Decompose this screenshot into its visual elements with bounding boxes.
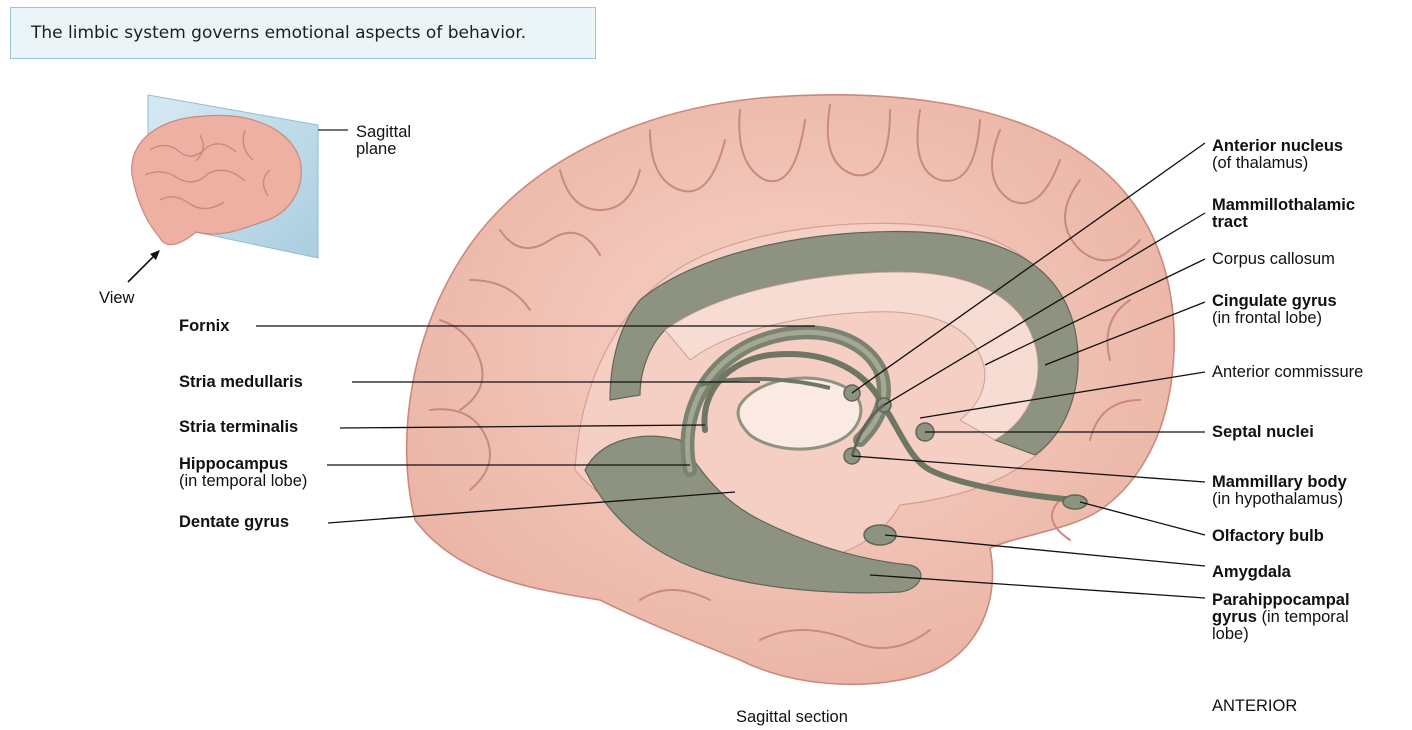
sagittal-plane-label: Sagittal plane — [356, 124, 411, 158]
anterior-nucleus-subtext: (of thalamus) — [1212, 155, 1343, 172]
amygdala-text: Amygdala — [1212, 564, 1291, 581]
dentate-gyrus-text: Dentate gyrus — [179, 514, 289, 531]
anterior-direction-label: ANTERIOR — [1212, 698, 1297, 715]
olfactory-bulb-text: Olfactory bulb — [1212, 528, 1324, 545]
label-mammillothalamic-tract: Mammillothalamic tract — [1212, 197, 1355, 231]
label-stria-terminalis: Stria terminalis — [179, 419, 298, 436]
label-amygdala: Amygdala — [1212, 564, 1291, 581]
main-brain-figure — [407, 95, 1175, 684]
view-label: View — [99, 290, 134, 307]
label-hippocampus: Hippocampus (in temporal lobe) — [179, 456, 307, 490]
label-septal-nuclei: Septal nuclei — [1212, 424, 1314, 441]
olfactory-bulb-shape — [1063, 495, 1087, 509]
sagittal-section-label: Sagittal section — [736, 709, 848, 726]
parahippocampal-text-1: Parahippocampal — [1212, 592, 1350, 609]
cingulate-gyrus-text: Cingulate gyrus — [1212, 293, 1337, 310]
anterior-nucleus-text: Anterior nucleus — [1212, 138, 1343, 155]
plane-label-line2: plane — [356, 141, 411, 158]
plane-label-line1: Sagittal — [356, 124, 411, 141]
thalamus-shape — [738, 378, 861, 449]
mammillothalamic-text-1: Mammillothalamic — [1212, 197, 1355, 214]
label-dentate-gyrus: Dentate gyrus — [179, 514, 289, 531]
fornix-text: Fornix — [179, 318, 229, 335]
label-mammillary-body: Mammillary body (in hypothalamus) — [1212, 474, 1347, 508]
label-corpus-callosum: Corpus callosum — [1212, 251, 1335, 268]
septal-nuclei-text: Septal nuclei — [1212, 424, 1314, 441]
parahippocampal-text-3: lobe) — [1212, 626, 1350, 643]
label-parahippocampal-gyrus: Parahippocampal gyrus (in temporal lobe) — [1212, 592, 1350, 643]
label-fornix: Fornix — [179, 318, 229, 335]
stria-terminalis-text: Stria terminalis — [179, 419, 298, 436]
mammillary-body-subtext: (in hypothalamus) — [1212, 491, 1347, 508]
mammillothalamic-text-2: tract — [1212, 214, 1355, 231]
parahippocampal-text-2: gyrus — [1212, 608, 1257, 626]
stria-medullaris-text: Stria medullaris — [179, 374, 303, 391]
label-olfactory-bulb: Olfactory bulb — [1212, 528, 1324, 545]
label-anterior-commissure: Anterior commissure — [1212, 364, 1363, 381]
label-stria-medullaris: Stria medullaris — [179, 374, 303, 391]
hippocampus-text: Hippocampus — [179, 456, 307, 473]
hippocampus-subtext: (in temporal lobe) — [179, 473, 307, 490]
mammillary-body-text: Mammillary body — [1212, 474, 1347, 491]
parahippocampal-text-2b: (in temporal — [1257, 608, 1349, 626]
label-anterior-nucleus: Anterior nucleus (of thalamus) — [1212, 138, 1343, 172]
inset-brain-figure — [128, 95, 348, 282]
label-cingulate-gyrus: Cingulate gyrus (in frontal lobe) — [1212, 293, 1337, 327]
cingulate-gyrus-subtext: (in frontal lobe) — [1212, 310, 1337, 327]
